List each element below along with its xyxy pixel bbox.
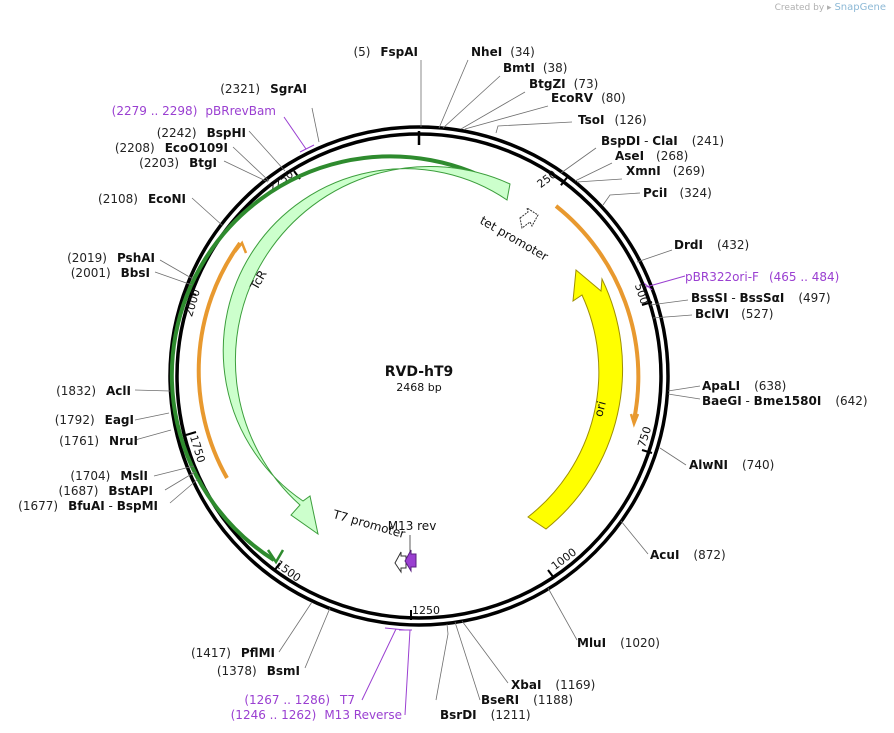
enzyme-label[interactable]: TsoI(126) bbox=[578, 113, 647, 127]
enzyme-label[interactable]: (1687)BstAPI bbox=[59, 484, 153, 498]
orange-arc-right bbox=[554, 204, 641, 421]
enzyme-label[interactable]: MluI(1020) bbox=[577, 636, 660, 650]
enzyme-label[interactable]: (2321)SgrAI bbox=[220, 82, 307, 96]
primer-label[interactable]: (1267 .. 1286)T7 bbox=[244, 693, 355, 707]
ruler-tick-label: 1250 bbox=[412, 604, 440, 617]
enzyme-label[interactable]: (2242)BspHI bbox=[157, 126, 246, 140]
enzyme-label[interactable]: XbaI(1169) bbox=[511, 678, 595, 692]
ori-feature-arrow[interactable] bbox=[527, 269, 624, 530]
plasmid-name: RVD-hT9 bbox=[385, 364, 454, 380]
enzyme-label[interactable]: (5) FspAI bbox=[353, 45, 418, 59]
enzyme-label[interactable]: BseRI(1188) bbox=[481, 693, 573, 707]
enzyme-label[interactable]: AlwNI(740) bbox=[689, 458, 774, 472]
app-credit: Created by ▸ SnapGene bbox=[775, 2, 886, 13]
tcr-feature-arrow[interactable] bbox=[222, 165, 511, 536]
enzyme-label[interactable]: (2203)BtgI bbox=[139, 156, 217, 170]
m13-rev-label: M13 rev bbox=[388, 519, 437, 533]
enzyme-label[interactable]: BmtI(38) bbox=[503, 61, 568, 75]
primer-label[interactable]: (2279 .. 2298)pBRrevBam bbox=[112, 104, 276, 118]
enzyme-label[interactable]: BspDI - ClaI(241) bbox=[601, 134, 724, 148]
enzyme-label[interactable]: NheI(34) bbox=[471, 45, 535, 59]
enzyme-label[interactable]: (1677)BfuAI - BspMI bbox=[18, 499, 158, 513]
enzyme-label[interactable]: BaeGI - Bme1580I(642) bbox=[702, 394, 868, 408]
enzyme-label[interactable]: (2108)EcoNI bbox=[98, 192, 186, 206]
enzyme-label[interactable]: AseI(268) bbox=[615, 149, 688, 163]
enzyme-label[interactable]: (1792)EagI bbox=[55, 413, 134, 427]
enzyme-label[interactable]: XmnI(269) bbox=[626, 164, 705, 178]
tet-promoter-label: tet promoter bbox=[477, 213, 550, 263]
enzyme-labels: (5) FspAI NheI(34) BmtI(38) BtgZI(73) Ec… bbox=[18, 45, 867, 722]
enzyme-label[interactable]: (1832)AclI bbox=[56, 384, 131, 398]
enzyme-label[interactable]: BssSI - BssSαI(497) bbox=[691, 291, 831, 305]
enzyme-label[interactable]: (2001)BbsI bbox=[71, 266, 150, 280]
enzyme-label[interactable]: (1378)BsmI bbox=[217, 664, 300, 678]
enzyme-label[interactable]: BtgZI(73) bbox=[529, 77, 598, 91]
orange-arc-left bbox=[196, 241, 242, 479]
primer-label[interactable]: pBR322ori-F(465 .. 484) bbox=[685, 270, 839, 284]
enzyme-label[interactable]: DrdI(432) bbox=[674, 238, 749, 252]
primer-label[interactable]: (1246 .. 1262)M13 Reverse bbox=[231, 708, 402, 722]
enzyme-label[interactable]: ApaLI(638) bbox=[702, 379, 786, 393]
enzyme-label[interactable]: (1761)NruI bbox=[59, 434, 138, 448]
enzyme-label[interactable]: (1417)PflMI bbox=[191, 646, 275, 660]
plasmid-length: 2468 bp bbox=[396, 381, 441, 394]
enzyme-leaders bbox=[134, 59, 701, 701]
ruler-tick-label: 250 bbox=[535, 168, 560, 191]
m13-rev-arrow[interactable] bbox=[404, 549, 417, 573]
tet-promoter-arrow[interactable] bbox=[519, 206, 539, 229]
enzyme-label[interactable]: PciI(324) bbox=[643, 186, 712, 200]
primer-leaders bbox=[283, 116, 686, 716]
enzyme-label[interactable]: AcuI(872) bbox=[650, 548, 726, 562]
snapgene-logo-icon: ▸ bbox=[827, 3, 832, 13]
enzyme-label[interactable]: (2208)EcoO109I bbox=[115, 141, 228, 155]
credit-brand: SnapGene bbox=[834, 2, 886, 13]
enzyme-label[interactable]: EcoRV(80) bbox=[551, 91, 626, 105]
enzyme-label[interactable]: (2019)PshAI bbox=[67, 251, 155, 265]
t7-promoter-arrow[interactable] bbox=[394, 551, 407, 574]
primer-labels: pBR322ori-F(465 .. 484) (2279 .. 2298)pB… bbox=[112, 104, 840, 722]
enzyme-label[interactable]: BsrDI(1211) bbox=[440, 708, 531, 722]
enzyme-label[interactable]: (1704)MslI bbox=[70, 469, 148, 483]
tcr-green-arc bbox=[169, 154, 509, 562]
credit-prefix: Created by bbox=[774, 3, 825, 13]
ori-feature-label: ori bbox=[591, 400, 609, 419]
ruler-tick-label: 500 bbox=[632, 282, 651, 306]
enzyme-label[interactable]: BclVI(527) bbox=[695, 307, 773, 321]
ruler-tick-label: 750 bbox=[635, 425, 654, 449]
